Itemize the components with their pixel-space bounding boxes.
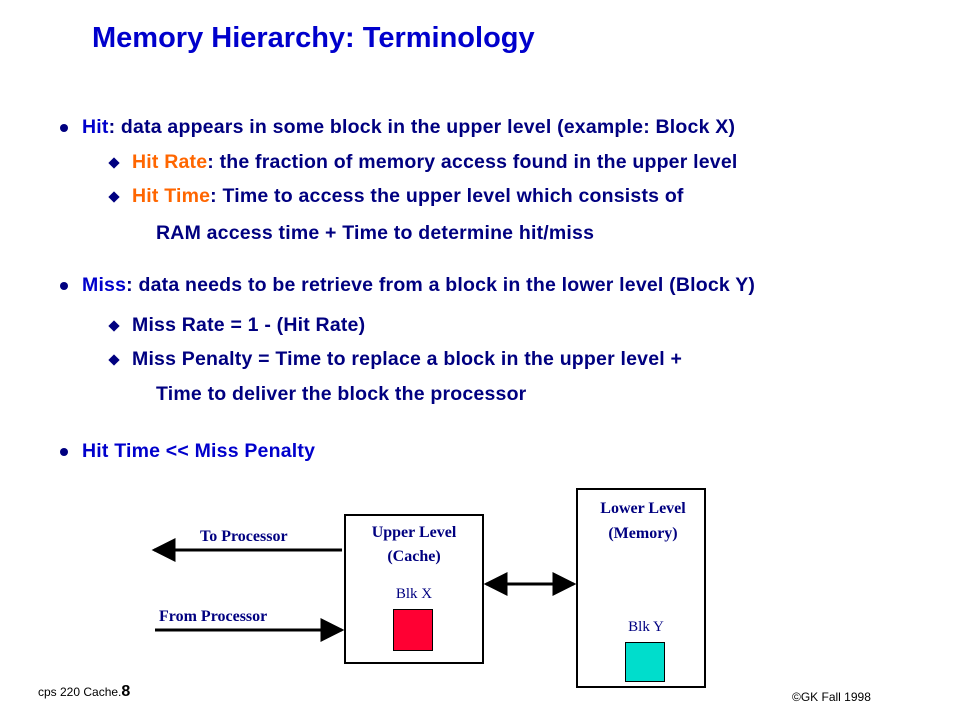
- miss-term: Miss: [82, 274, 127, 296]
- hit-time-vs-miss-penalty: Hit Time << Miss Penalty: [82, 440, 316, 462]
- bullet-dot: [60, 124, 68, 132]
- hit-time-text: : Time to access the upper level which c…: [210, 185, 684, 207]
- footer-course-text: cps 220 Cache.: [38, 685, 122, 699]
- slide-title: Memory Hierarchy: Terminology: [92, 22, 535, 54]
- block-x-label: Blk X: [395, 586, 433, 602]
- hit-time-continuation: RAM access time + Time to determine hit/…: [156, 222, 595, 244]
- miss-definition: Miss: data needs to be retrieve from a b…: [82, 274, 755, 297]
- block-y: [625, 642, 665, 682]
- miss-rate-definition: Miss Rate = 1 - (Hit Rate): [132, 314, 366, 336]
- hit-term: Hit: [82, 116, 109, 138]
- from-processor-label: From Processor: [159, 608, 268, 625]
- hit-rate-definition: Hit Rate: the fraction of memory access …: [132, 151, 738, 174]
- hit-text: : data appears in some block in the uppe…: [108, 116, 736, 138]
- to-processor-label: To Processor: [200, 528, 288, 545]
- hit-time-definition: Hit Time: Time to access the upper level…: [132, 185, 684, 208]
- block-x: [393, 609, 433, 651]
- hit-time-term: Hit Time: [132, 185, 211, 207]
- footer-copyright: ©GK Fall 1998: [792, 690, 871, 704]
- hit-rate-text: : the fraction of memory access found in…: [207, 151, 738, 173]
- bullet-dot: [60, 448, 68, 456]
- footer-course: cps 220 Cache.8: [38, 683, 130, 701]
- bullet-dot: [60, 282, 68, 290]
- miss-penalty-continuation: Time to deliver the block the processor: [156, 383, 527, 405]
- lower-level-sublabel: (Memory): [608, 525, 678, 542]
- hit-rate-term: Hit Rate: [132, 151, 208, 173]
- upper-level-sublabel: (Cache): [387, 548, 441, 565]
- page-number: 8: [121, 683, 131, 700]
- hit-definition: Hit: data appears in some block in the u…: [82, 116, 735, 139]
- block-y-label: Blk Y: [628, 619, 664, 635]
- upper-level-label: Upper Level: [371, 524, 457, 541]
- lower-level-label: Lower Level: [600, 500, 686, 517]
- miss-text: : data needs to be retrieve from a block…: [126, 274, 756, 296]
- miss-penalty-definition: Miss Penalty = Time to replace a block i…: [132, 348, 683, 370]
